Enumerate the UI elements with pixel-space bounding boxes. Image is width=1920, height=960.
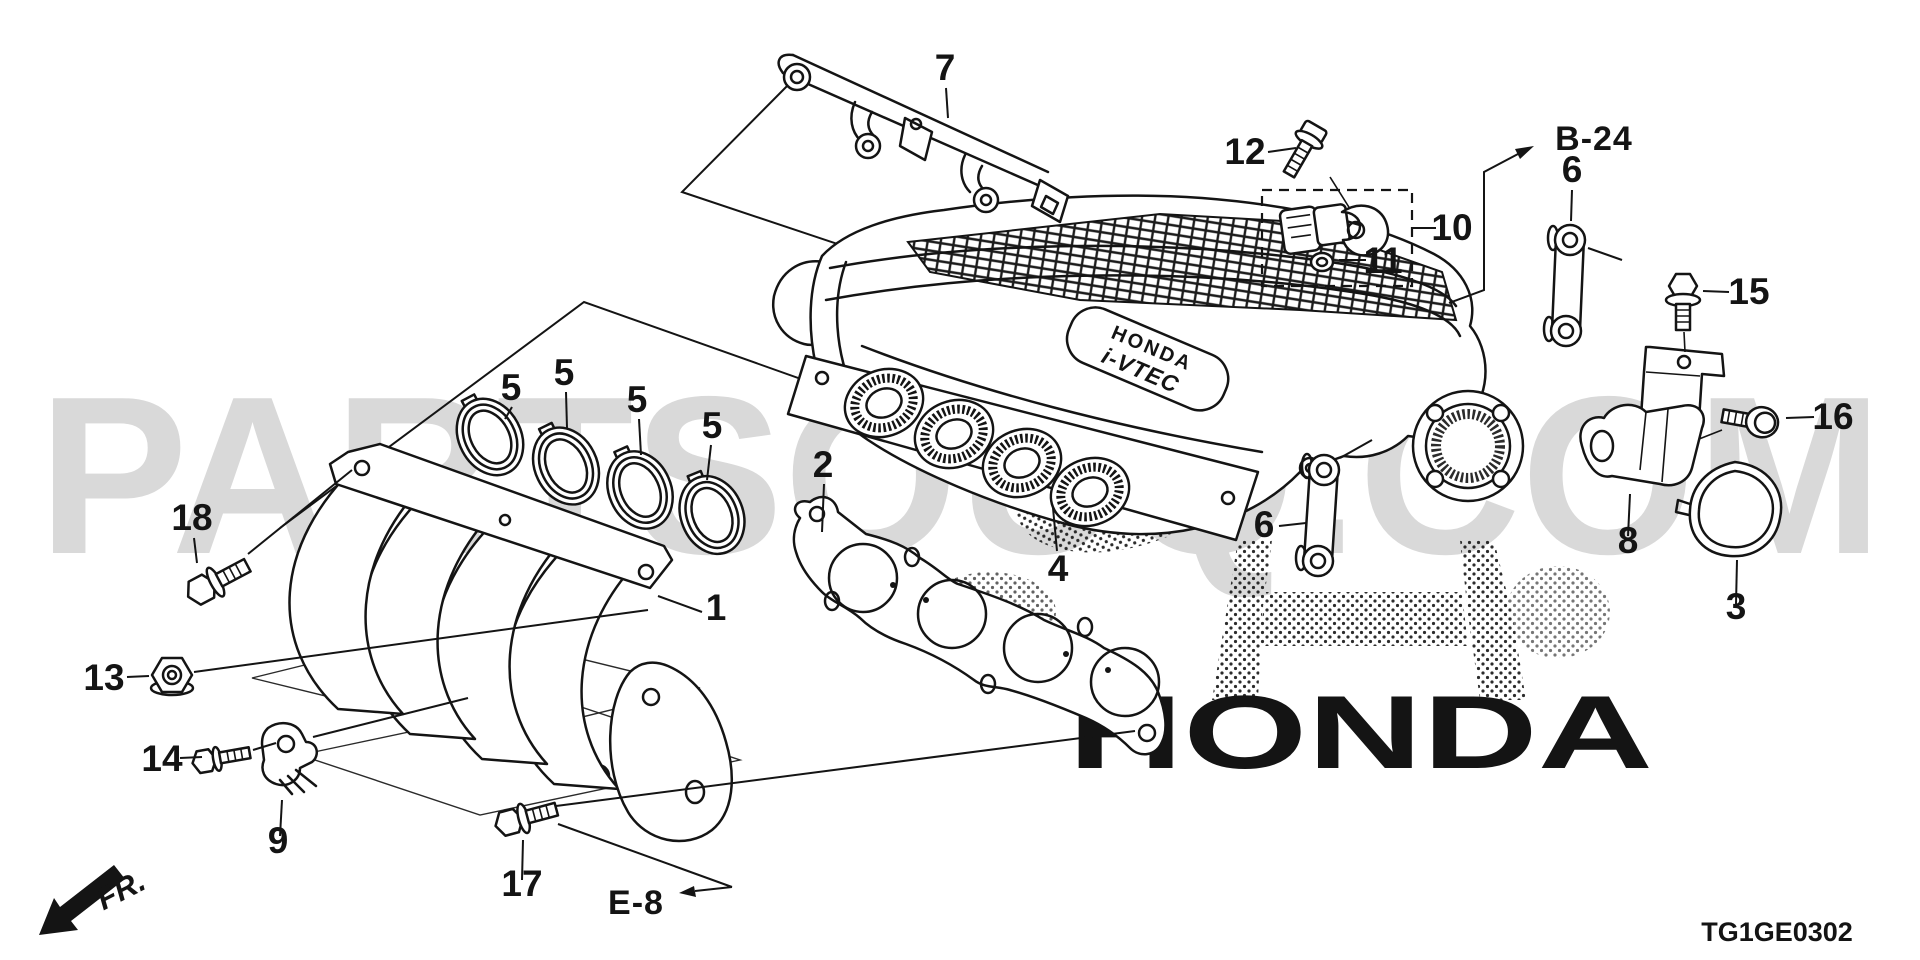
part-callout-17[interactable]: 17: [501, 863, 542, 904]
intake-manifold-lower-part1: [288, 442, 733, 843]
front-direction-arrow: [39, 865, 125, 935]
part-callout-15[interactable]: 15: [1728, 271, 1769, 312]
part-callout-9[interactable]: 9: [268, 820, 289, 861]
part-callout-5[interactable]: 5: [554, 352, 575, 393]
sensor-oring-part11: [1309, 251, 1335, 273]
ref-arrow-b24: [1448, 146, 1534, 304]
map-sensor-group: [1260, 119, 1414, 288]
stay-link-part6-bottom: [1294, 452, 1341, 578]
ref-arrow-e8: [679, 886, 733, 897]
ref-code-b-24[interactable]: B-24: [1555, 120, 1633, 158]
flange-bolt-part15: [1664, 272, 1702, 353]
part-callout-5[interactable]: 5: [702, 405, 723, 446]
manifold-gasket-part2: [792, 495, 1167, 756]
intake-ports: [843, 367, 1131, 528]
part-callout-2[interactable]: 2: [813, 444, 834, 485]
port-insulator-rings-part5: [455, 393, 746, 556]
flange-bolt-part16: [1720, 405, 1780, 439]
front-direction-label: FR.: [91, 863, 151, 917]
leader-lines: [126, 87, 1815, 888]
part-callout-3[interactable]: 3: [1726, 586, 1747, 627]
sensor-bolt-part12: [1282, 119, 1328, 179]
clip-bolt-part14: [191, 745, 252, 775]
part-callout-6[interactable]: 6: [1254, 504, 1275, 545]
part-callout-11[interactable]: 11: [1363, 240, 1402, 281]
part-callout-12[interactable]: 12: [1224, 131, 1265, 172]
tb-gasket-part3: [1674, 460, 1783, 558]
throttle-body-flange: [1411, 389, 1525, 503]
part-callout-13[interactable]: 13: [83, 657, 124, 698]
flange-nut-part13: [149, 656, 195, 697]
diagram-code: TG1GE0302: [1701, 917, 1853, 947]
part-callout-8[interactable]: 8: [1618, 520, 1639, 561]
harness-stay-bracket-part7: [777, 53, 1070, 224]
part-callout-5[interactable]: 5: [627, 379, 648, 420]
reference-codes: B-24E-8: [608, 120, 1633, 922]
part-callout-16[interactable]: 16: [1812, 396, 1853, 437]
manifold-bolt-part17: [494, 801, 560, 837]
sensor-dashed-box: [1260, 188, 1414, 288]
part-callout-4[interactable]: 4: [1048, 548, 1069, 589]
part-callout-1[interactable]: 1: [706, 587, 727, 628]
part-callout-7[interactable]: 7: [935, 47, 956, 88]
part-callout-14[interactable]: 14: [141, 738, 183, 779]
part-callout-10[interactable]: 10: [1431, 207, 1472, 248]
ref-code-e-8[interactable]: E-8: [608, 884, 664, 922]
harness-clip-part9: [260, 721, 319, 796]
cover-bracket-part8: [1579, 403, 1705, 487]
part-callout-18[interactable]: 18: [171, 497, 212, 538]
part-callout-6[interactable]: 6: [1562, 149, 1583, 190]
part-callout-5[interactable]: 5: [501, 367, 522, 408]
stay-link-part6-top: [1542, 223, 1587, 348]
flange-bolt-part18: [186, 557, 252, 606]
